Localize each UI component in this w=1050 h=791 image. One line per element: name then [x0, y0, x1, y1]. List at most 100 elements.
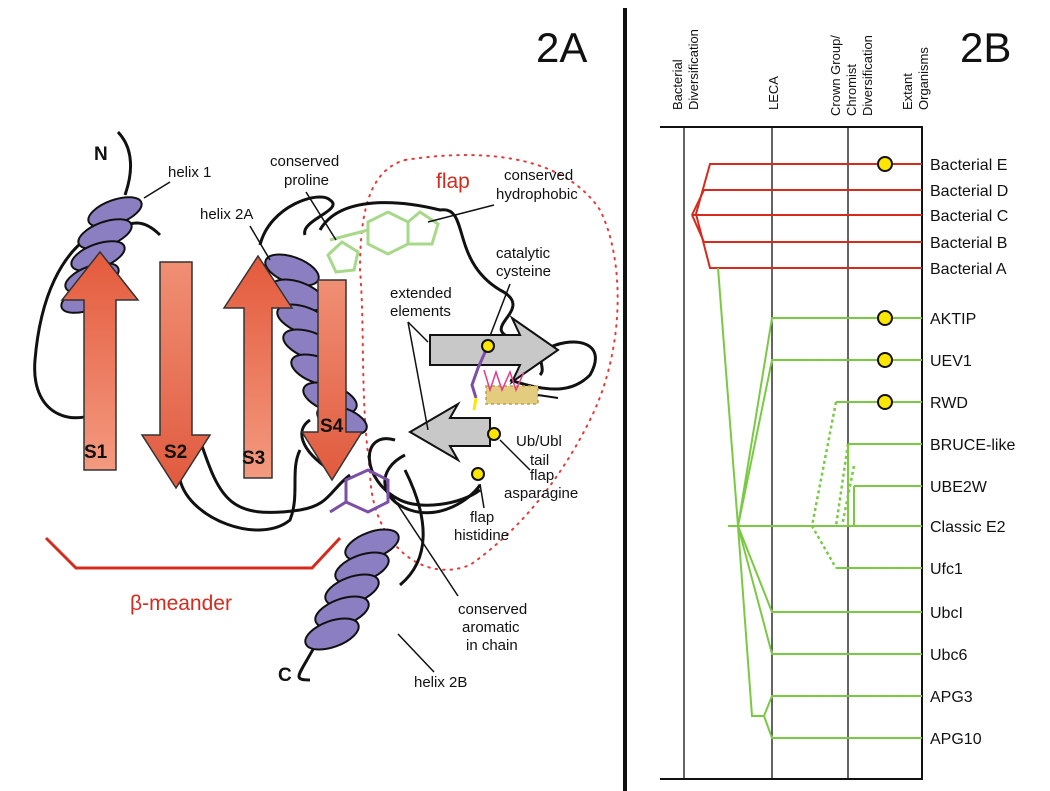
- histidine-marker: [471, 467, 485, 481]
- hydrophobic-pointer: [427, 204, 495, 223]
- leaf-label: Ubc6: [930, 647, 967, 664]
- svg-text:Organisms: Organisms: [916, 47, 931, 110]
- leaf-label: BRUCE-like: [930, 437, 1015, 454]
- strand-s2-label: S2: [164, 442, 187, 463]
- hydrophobic-rings: [329, 210, 440, 256]
- extant-marker: [877, 352, 893, 368]
- beta-meander-label: β-meander: [130, 592, 232, 615]
- leaf-label: Bacterial D: [930, 183, 1008, 200]
- extended-label-1: extended: [390, 285, 452, 302]
- leaf-label: Bacterial A: [930, 261, 1007, 278]
- panel-b: 2B Bacterial Diversification LECA Crown …: [660, 24, 1015, 780]
- eukaryotic-branches: [717, 267, 922, 739]
- panel-a-label: 2A: [536, 24, 587, 71]
- eukaryotic-dashed-branches: [810, 401, 856, 569]
- leaf-label: UbcI: [930, 605, 963, 622]
- flap-label: flap: [436, 170, 470, 193]
- beta-meander-bracket: [44, 536, 342, 570]
- strand-s1-label: S1: [84, 442, 108, 463]
- helix1-label: helix 1: [168, 164, 211, 181]
- helix2b-pointer: [397, 633, 435, 673]
- column-header-leca: LECA: [766, 76, 781, 110]
- n-terminus-label: N: [94, 144, 108, 165]
- bacterial-branches: [691, 163, 922, 269]
- svg-text:Diversification: Diversification: [686, 29, 701, 110]
- histidine-label-1: flap: [470, 509, 494, 526]
- extended-pointer-top: [407, 321, 429, 343]
- aromatic-link: [329, 500, 347, 514]
- svg-text:LECA: LECA: [766, 76, 781, 110]
- flap-region-outline: [358, 154, 619, 571]
- leaf-label: UBE2W: [930, 479, 988, 496]
- extended-arrow-top: [429, 315, 560, 385]
- strand-s4-label: S4: [320, 416, 344, 437]
- leaf-label: Bacterial B: [930, 235, 1007, 252]
- histidine-pointer: [479, 483, 485, 509]
- strand-s3: [222, 254, 294, 479]
- svg-text:Bacterial: Bacterial: [670, 59, 685, 110]
- leaf-label: Bacterial E: [930, 157, 1007, 174]
- extended-label-2: elements: [390, 303, 451, 320]
- leaf-label: Ufc1: [930, 561, 963, 578]
- helix2b-label: helix 2B: [414, 674, 467, 691]
- cysteine-pointer: [489, 283, 511, 337]
- panel-b-label: 2B: [960, 24, 1011, 71]
- asparagine-marker: [487, 427, 501, 441]
- column-header-extant: Extant Organisms: [900, 47, 931, 110]
- tree-frame: [660, 126, 923, 780]
- aromatic-label-1: conserved: [458, 601, 527, 618]
- helix2a-pointer: [249, 225, 271, 261]
- svg-text:Crown Group/: Crown Group/: [828, 35, 843, 116]
- histidine-label-2: histidine: [454, 527, 509, 544]
- extended-arrow-bottom: [408, 401, 491, 463]
- column-header-bacterial: Bacterial Diversification: [670, 29, 701, 110]
- proline-label-2: proline: [284, 172, 329, 189]
- aromatic-label-3: in chain: [466, 637, 518, 654]
- hydrophobic-label-2: hydrophobic: [496, 186, 578, 203]
- hydrophobic-label-1: conserved: [504, 167, 573, 184]
- cysteine-label-2: cysteine: [496, 263, 551, 280]
- strand-s3-label: S3: [242, 448, 265, 469]
- strand-s1: [60, 250, 140, 471]
- ub-tail: [483, 369, 559, 405]
- backbone-lower: [198, 418, 482, 682]
- leaf-list: Bacterial E Bacterial D Bacterial C Bacteri…: [877, 156, 1015, 748]
- panel-a: 2A flap: [33, 24, 619, 691]
- helix-2b: [304, 528, 400, 651]
- leaf-label: RWD: [930, 395, 968, 412]
- asparagine-label-2: asparagine: [504, 485, 578, 502]
- helix1-pointer: [143, 181, 171, 199]
- leaf-label: AKTIP: [930, 311, 976, 328]
- svg-text:Chromist: Chromist: [844, 64, 859, 116]
- extant-marker: [877, 394, 893, 410]
- strand-s4: [300, 279, 364, 482]
- proline-label-1: conserved: [270, 153, 339, 170]
- ubtail-label-2: tail: [530, 452, 549, 469]
- leaf-label: APG3: [930, 689, 973, 706]
- aromatic-pointer: [391, 495, 459, 597]
- svg-text:Extant: Extant: [900, 73, 915, 110]
- leaf-label: UEV1: [930, 353, 972, 370]
- proline-pointer: [305, 191, 337, 241]
- aromatic-label-2: aromatic: [462, 619, 520, 636]
- extant-marker: [877, 310, 893, 326]
- column-header-crown: Crown Group/ Chromist Diversification: [828, 35, 875, 116]
- strand-s2: [140, 261, 212, 490]
- aromatic-ring: [344, 468, 390, 514]
- helix2a-label: helix 2A: [200, 206, 253, 223]
- svg-text:Diversification: Diversification: [860, 35, 875, 116]
- leaf-label: APG10: [930, 731, 982, 748]
- cysteine-sidechain: [470, 349, 488, 411]
- leaf-label: Bacterial C: [930, 208, 1008, 225]
- leaf-label: Classic E2: [930, 519, 1006, 536]
- asparagine-pointer: [499, 439, 531, 471]
- extended-pointer-bottom: [407, 321, 429, 431]
- cysteine-marker: [481, 339, 495, 353]
- ubtail-label-1: Ub/Ubl: [516, 433, 562, 450]
- extant-marker: [877, 156, 893, 172]
- c-terminus-label: C: [278, 665, 292, 686]
- asparagine-label-1: flap: [530, 467, 554, 484]
- helix-2a: [264, 253, 368, 436]
- cysteine-label-1: catalytic: [496, 245, 551, 262]
